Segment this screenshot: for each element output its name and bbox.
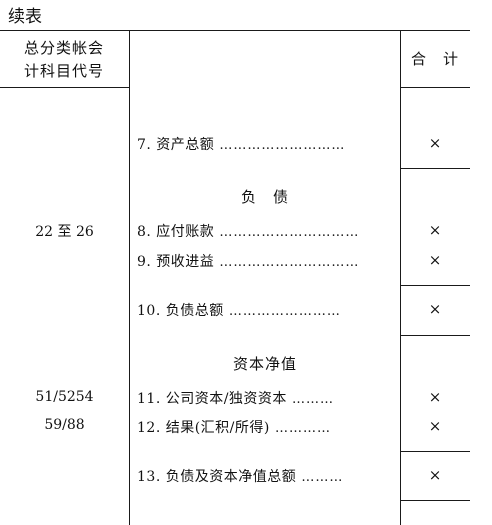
total-header: 合 计 (411, 50, 460, 68)
code-header-line-1: 总分类帐会 (24, 39, 105, 57)
leader-dots: ……… (292, 392, 335, 407)
total-rule-4 (401, 451, 470, 452)
list-item: 8. 应付账款 ………………………… (137, 221, 359, 241)
list-item: 9. 预收进益 ………………………… (137, 251, 359, 271)
list-item: 10. 负债总额 …………………… (137, 300, 341, 320)
leader-dots: ………………………… (219, 225, 360, 240)
cross-mark: × (428, 388, 442, 406)
column-divider-left (129, 30, 130, 525)
cross-mark: × (428, 466, 442, 484)
code-result: 59/88 (44, 417, 85, 433)
table-top-border (0, 30, 470, 31)
total-rule-2 (401, 285, 470, 286)
item-label: 9. 预收进益 (137, 254, 215, 270)
total-rule-1 (401, 168, 470, 169)
total-rule-3 (401, 335, 470, 336)
code-capital: 51/5254 (35, 389, 94, 405)
table-caption: 续表 (8, 7, 42, 27)
code-liabilities: 22 至 26 (35, 224, 94, 240)
item-label: 11. 公司资本/独资资本 (137, 391, 287, 407)
column-divider-right (400, 30, 401, 525)
item-label: 7. 资产总额 (137, 137, 215, 153)
list-item: 13. 负债及资本净值总额 ……… (137, 466, 343, 486)
list-item: 11. 公司资本/独资资本 ……… (137, 388, 334, 408)
cross-mark: × (428, 417, 442, 435)
total-rule-5 (401, 500, 470, 501)
item-label: 13. 负债及资本净值总额 (137, 469, 297, 485)
leader-dots: ……………………… (219, 138, 346, 153)
leader-dots: ………………………… (219, 255, 360, 270)
list-item: 7. 资产总额 ……………………… (137, 134, 345, 154)
cross-mark: × (428, 300, 442, 318)
cross-mark: × (428, 221, 442, 239)
item-label: 10. 负债总额 (137, 303, 224, 319)
code-header-line-2: 计科目代号 (24, 62, 105, 80)
cross-mark: × (428, 134, 442, 152)
total-header-rule (401, 87, 470, 88)
cross-mark: × (428, 251, 442, 269)
section-net-worth: 资本净值 (232, 355, 297, 373)
header-bottom-rule (0, 87, 130, 88)
item-label: 12. 结果(汇积/所得) (137, 420, 270, 436)
leader-dots: …………………… (228, 304, 341, 319)
leader-dots: ……… (301, 470, 344, 485)
list-item: 12. 结果(汇积/所得) ………… (137, 417, 331, 437)
section-liabilities: 负 债 (240, 188, 289, 206)
item-label: 8. 应付账款 (137, 224, 215, 240)
leader-dots: ………… (274, 421, 331, 436)
